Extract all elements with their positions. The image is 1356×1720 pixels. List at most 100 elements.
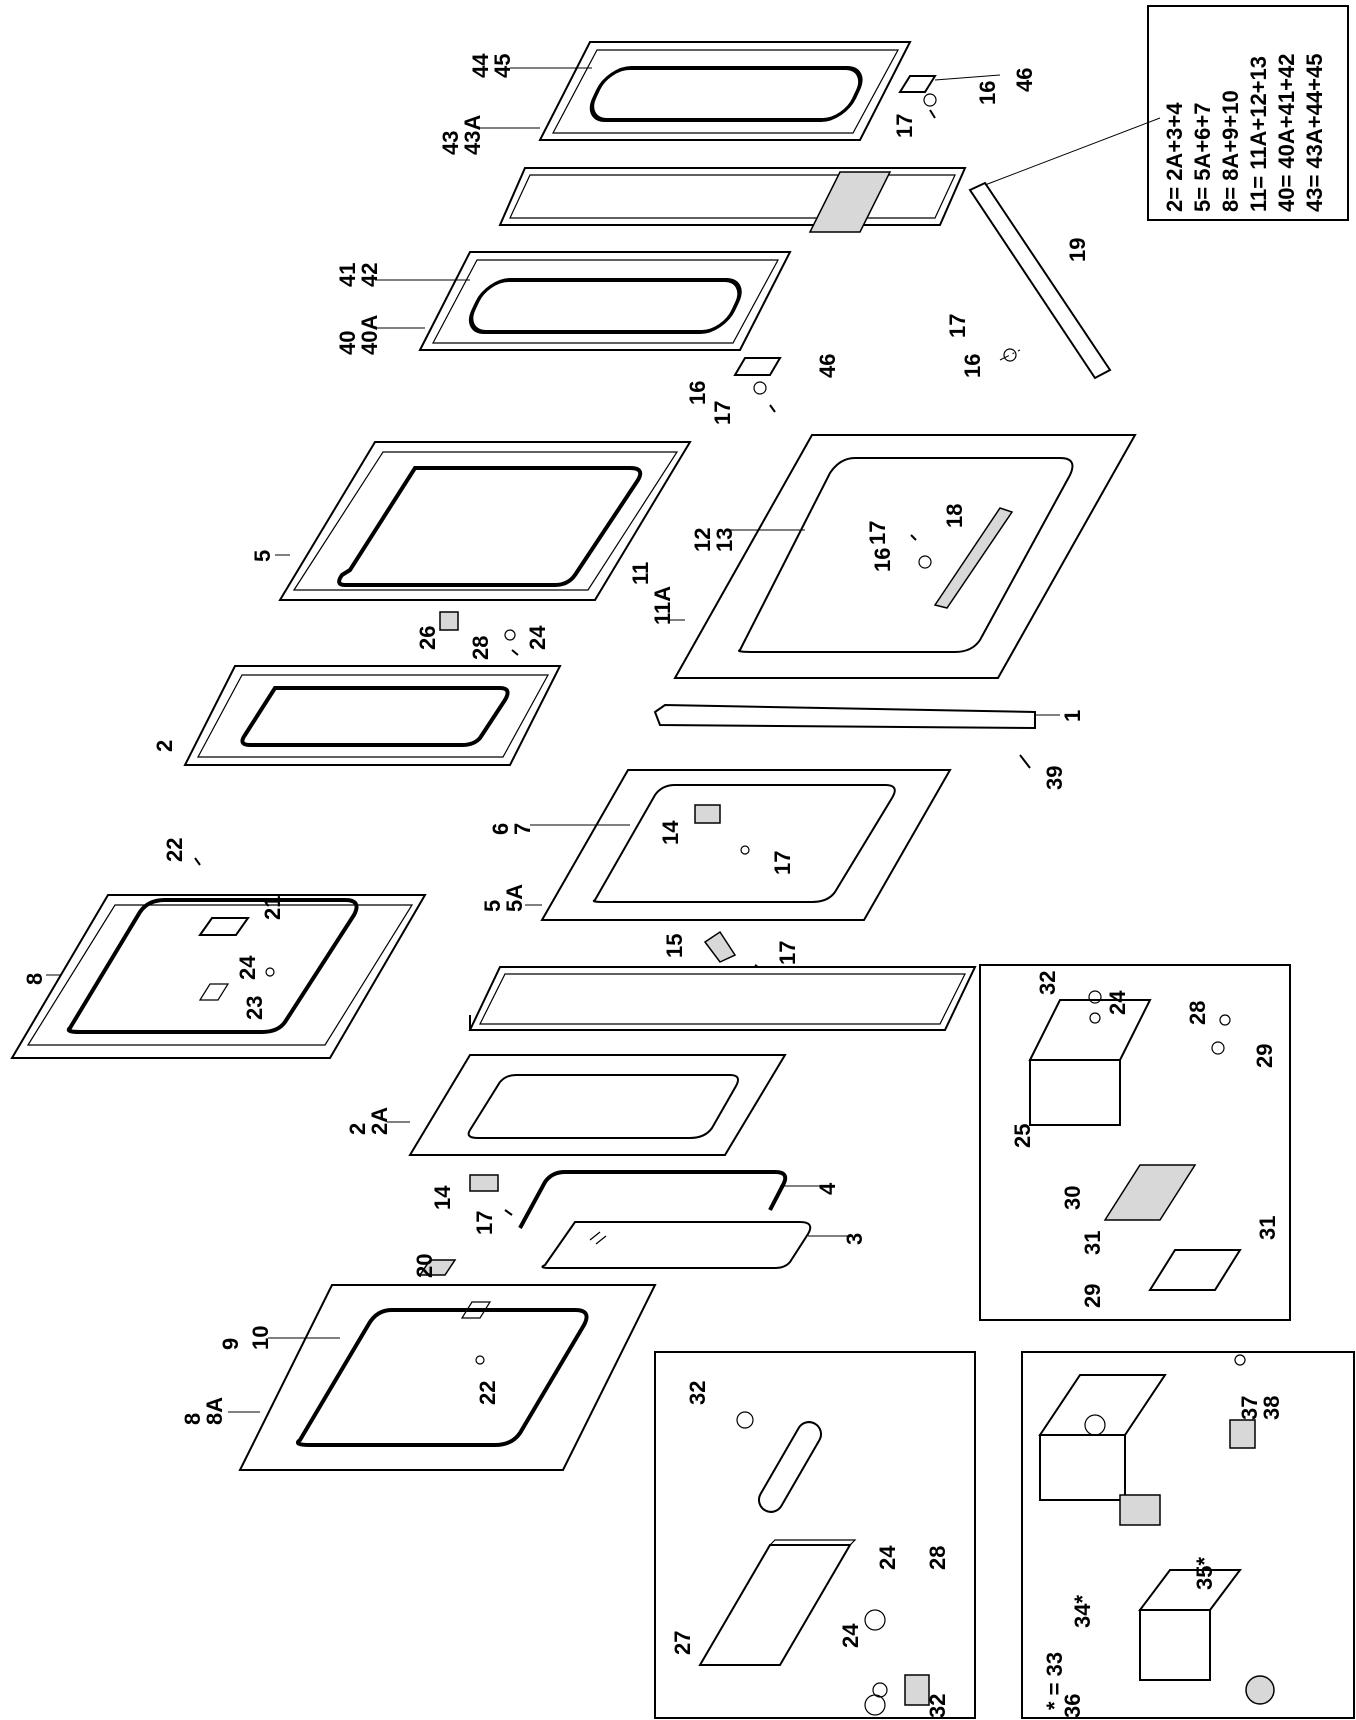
callout-19: 19	[1065, 238, 1090, 262]
callout-45: 45	[490, 54, 515, 78]
callout-18: 18	[942, 504, 967, 528]
callout-16-plate: 16	[870, 548, 895, 572]
bracket-18	[933, 507, 1014, 609]
callout-24-frame8: 24	[235, 955, 260, 980]
side-rail-middle	[468, 966, 977, 1031]
legend-line-2: 5= 5A+6+7	[1190, 103, 1215, 212]
bar-1	[653, 703, 1036, 769]
callout-25: 25	[1010, 1124, 1035, 1148]
callout-29-inset2-right: 29	[1252, 1044, 1277, 1068]
callout-24-inset1-a: 24	[838, 1623, 863, 1648]
panel-8-frame	[10, 894, 427, 1059]
callout-40: 40	[335, 331, 360, 355]
callout-12: 12	[690, 528, 715, 552]
callout-28-inset2: 28	[1185, 1001, 1210, 1025]
callout-41: 41	[335, 263, 360, 287]
gasket-4	[518, 1170, 788, 1229]
callout-43: 43	[438, 131, 463, 155]
inset-safety-switch-detail	[1021, 1351, 1355, 1719]
callout-16-upper: 16	[975, 81, 1000, 105]
hinge-26	[439, 611, 519, 656]
callout-24-inset1-b: 24	[875, 1545, 900, 1570]
callout-11: 11	[628, 562, 653, 585]
callout-24-hinge: 24	[525, 625, 550, 650]
callout-32-inset2: 32	[1035, 971, 1060, 995]
callout-39: 39	[1042, 766, 1067, 790]
callout-17-mid: 17	[710, 401, 735, 425]
callout-2A: 2A	[367, 1107, 392, 1135]
callout-24-inset2: 24	[1105, 990, 1130, 1015]
callout-28-inset1: 28	[925, 1546, 950, 1570]
panel-5A-plate	[540, 769, 952, 921]
callout-38: 38	[1259, 1396, 1284, 1420]
callout-22-bottom: 22	[475, 1381, 500, 1405]
callout-32-inset1-top: 32	[685, 1381, 710, 1405]
callout-15: 15	[662, 934, 687, 958]
callout-14-upper: 14	[658, 820, 683, 845]
callout-5-plate: 5	[480, 900, 505, 912]
panel-43-frame	[538, 41, 912, 141]
callout-27: 27	[670, 1631, 695, 1655]
panel-2A-plate	[408, 1054, 787, 1156]
hinge-14-lower	[469, 1174, 513, 1216]
callout-34: 34*	[1070, 1595, 1095, 1628]
inset-note-33: * = 33	[1042, 1652, 1067, 1710]
panel-2-frame	[183, 665, 562, 766]
panel-5-frame	[278, 441, 692, 601]
plate-46-upper	[898, 75, 937, 119]
callout-7: 7	[510, 823, 535, 835]
callout-21: 21	[260, 896, 285, 920]
callout-46-lower: 46	[815, 354, 840, 378]
callout-30: 30	[1060, 1186, 1085, 1210]
callout-17-lower: 17	[472, 1211, 497, 1235]
callout-20: 20	[412, 1254, 437, 1278]
callout-26: 26	[415, 626, 440, 650]
callout-29-inset2-left: 29	[1080, 1284, 1105, 1308]
callout-3: 3	[842, 1233, 867, 1245]
side-rail-upper	[498, 167, 967, 233]
callout-36: 36	[1060, 1694, 1085, 1718]
leader-lines	[46, 67, 1161, 1413]
callout-37: 37	[1237, 1396, 1262, 1420]
legend-line-3: 8= 8A+9+10	[1218, 90, 1243, 212]
callout-14-lower: 14	[430, 1185, 455, 1210]
panel-40-frame	[418, 251, 792, 351]
callout-32-inset1-bottom: 32	[925, 1694, 950, 1718]
callout-22-top: 22	[162, 838, 187, 862]
callout-16-bar: 16	[960, 354, 985, 378]
callout-31-right: 31	[1255, 1216, 1280, 1240]
callout-13: 13	[712, 528, 737, 552]
legend-line-5: 40= 40A+41+42	[1274, 54, 1299, 212]
cover-21	[194, 857, 250, 936]
callout-16-mid: 16	[685, 381, 710, 405]
callout-28-hinge: 28	[468, 636, 493, 660]
callout-46-upper: 46	[1012, 68, 1037, 92]
callout-2-plate: 2	[345, 1123, 370, 1135]
catch-15	[703, 930, 763, 971]
inset-latch-detail	[979, 964, 1291, 1321]
callout-17-upper: 17	[892, 114, 917, 138]
legend-line-6: 43= 43A+44+45	[1302, 54, 1327, 212]
callout-6: 6	[488, 823, 513, 835]
callout-8-frame: 8	[22, 973, 47, 985]
callout-5-frame: 5	[250, 550, 275, 562]
callout-44: 44	[468, 53, 493, 78]
legend-box: 2= 2A+3+4 5= 5A+6+7 8= 8A+9+10 11= 11A+1…	[1147, 5, 1349, 221]
callout-4: 4	[815, 1182, 840, 1195]
callout-9: 9	[218, 1338, 243, 1350]
callout-8-plate: 8	[180, 1413, 205, 1425]
bracket-20	[418, 1259, 457, 1276]
legend-line-1: 2= 2A+3+4	[1162, 102, 1187, 212]
callout-43A: 43A	[460, 115, 485, 155]
callout-17-latch: 17	[770, 851, 795, 875]
panel-11-plate	[673, 434, 1137, 679]
callout-8A: 8A	[202, 1397, 227, 1425]
callout-2-frame: 2	[152, 740, 177, 752]
panel-8A-plate	[238, 1284, 657, 1471]
callout-17-catch: 17	[775, 941, 800, 965]
callout-11A: 11A	[650, 586, 675, 625]
callout-42: 42	[357, 263, 382, 287]
callout-35: 35*	[1192, 1557, 1217, 1590]
callout-17-bar: 17	[945, 314, 970, 338]
